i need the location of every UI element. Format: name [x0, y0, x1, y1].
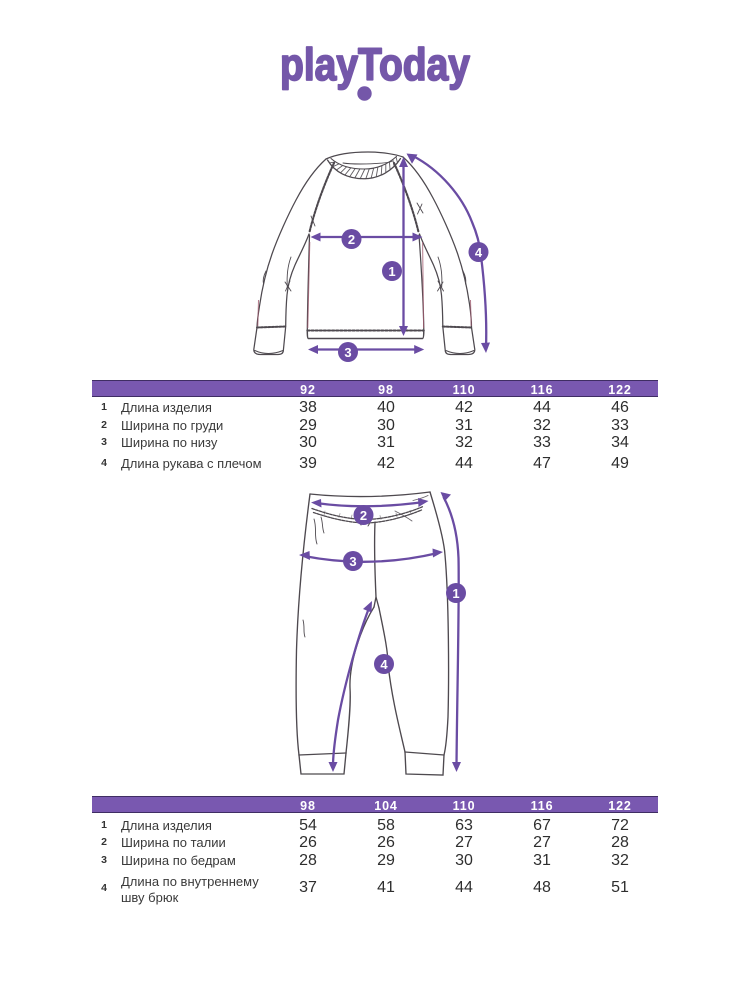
svg-text:playToday: playToday: [280, 39, 470, 90]
svg-text:3: 3: [344, 345, 351, 360]
svg-text:4: 4: [380, 657, 388, 672]
svg-text:1: 1: [388, 264, 395, 279]
svg-text:4: 4: [475, 245, 483, 260]
svg-text:2: 2: [348, 232, 355, 247]
svg-text:1: 1: [452, 586, 459, 601]
svg-text:2: 2: [360, 508, 367, 523]
svg-text:3: 3: [349, 554, 356, 569]
